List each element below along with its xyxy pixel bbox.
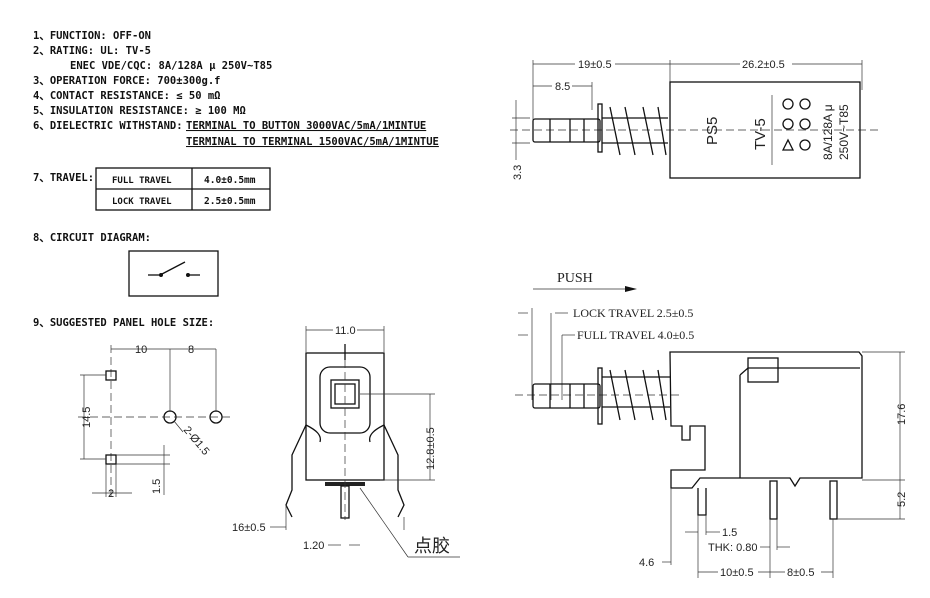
cert-d-icon — [799, 139, 811, 151]
push-arrow-icon — [625, 286, 637, 292]
dim-10-side: 10±0.5 — [720, 567, 754, 579]
marking-voltage: 250V~T85 — [837, 104, 851, 160]
spec-circuit-label: 8、CIRCUIT DIAGRAM: — [33, 232, 151, 244]
spec-function: 1、FUNCTION: OFF-ON — [33, 30, 151, 42]
dim-8: 8 — [188, 344, 194, 356]
cert-triangle-icon — [781, 138, 795, 151]
marking-rating: 8A/128A μ — [821, 104, 835, 160]
cert-fi-icon — [799, 118, 811, 130]
dim-holes: 2-Ø1.5 — [181, 424, 212, 457]
dim-width-11: 11.0 — [335, 325, 356, 337]
cert-n-icon — [799, 98, 811, 110]
travel-full-value: 4.0±0.5mm — [204, 175, 256, 186]
dim-8-side: 8±0.5 — [787, 567, 814, 579]
dim-1-5-side: 1.5 — [722, 527, 737, 539]
cert-s-icon — [782, 98, 794, 110]
side-view-drawing: PUSH LOCK TRAVEL 2.5±0.5 FULL TRAVEL 4.0… — [515, 271, 908, 579]
spec-panel-label: 9、SUGGESTED PANEL HOLE SIZE: — [33, 317, 214, 329]
dim-4-6: 4.6 — [639, 557, 654, 569]
dim-1-5: 1.5 — [151, 479, 163, 494]
travel-full-name: FULL TRAVEL — [112, 176, 172, 186]
dim-2: 2 — [108, 488, 114, 500]
circuit-diagram — [128, 250, 219, 297]
push-label: PUSH — [557, 271, 593, 286]
dim-14-5: 14.5 — [81, 407, 93, 428]
travel-lock-name: LOCK TRAVEL — [112, 197, 172, 207]
spec-operation-force: 3、OPERATION FORCE: 700±300g.f — [33, 75, 221, 87]
spec-insulation-resistance: 5、INSULATION RESISTANCE: ≥ 100 MΩ — [33, 105, 246, 117]
dim-1-20: 1.20 — [303, 540, 324, 552]
dim-8-5: 8.5 — [555, 81, 570, 93]
travel-lock-value: 2.5±0.5mm — [204, 196, 256, 207]
dim-10: 10 — [135, 344, 147, 356]
dim-5-2: 5.2 — [896, 492, 908, 507]
marking-ps5: PS5 — [704, 117, 721, 145]
dim-thk: THK: 0.80 — [708, 542, 758, 554]
spec-dielectric-label: 6、DIELECTRIC WITHSTAND: — [33, 120, 183, 132]
dim-19: 19±0.5 — [578, 59, 612, 71]
dim-17-6: 17.6 — [896, 404, 908, 425]
spec-dielectric-1: TERMINAL TO BUTTON 3000VAC/5mA/1MINTUE — [186, 120, 426, 132]
dim-height-12-8: 12.8±0.5 — [425, 427, 437, 470]
front-view-drawing: 11.0 12.8±0.5 16±0.5 1.20 点胶 — [232, 323, 460, 558]
dim-3-3: 3.3 — [512, 165, 524, 180]
spec-dielectric-2: TERMINAL TO TERMINAL 1500VAC/5mA/1MINTUE — [186, 136, 439, 148]
lock-travel-label: LOCK TRAVEL 2.5±0.5 — [573, 306, 693, 320]
spec-travel-label: 7、TRAVEL: — [33, 172, 94, 184]
dim-16: 16±0.5 — [232, 522, 266, 534]
cert-cqc-icon — [782, 118, 794, 130]
travel-table: FULL TRAVEL 4.0±0.5mm LOCK TRAVEL 2.5±0.… — [95, 167, 271, 211]
spec-rating: 2、RATING: UL: TV-5 — [33, 45, 151, 57]
spec-contact-resistance: 4、CONTACT RESISTANCE: ≤ 50 mΩ — [33, 90, 221, 102]
spec-rating-enec: ENEC VDE/CQC: 8A/128A μ 250V~T85 — [70, 60, 272, 72]
top-view-drawing: 19±0.5 26.2±0.5 8.5 PS5 TV-5 8A/128A μ 2… — [510, 58, 880, 180]
full-travel-label: FULL TRAVEL 4.0±0.5 — [577, 328, 694, 342]
panel-hole-drawing: 10 8 14.5 1.5 2 2-Ø1.5 — [78, 344, 232, 500]
marking-tv5: TV-5 — [752, 118, 769, 150]
dim-26-2: 26.2±0.5 — [742, 59, 785, 71]
glue-label: 点胶 — [414, 536, 450, 556]
specifications: 1、FUNCTION: OFF-ON 2、RATING: UL: TV-5 EN… — [33, 30, 439, 329]
